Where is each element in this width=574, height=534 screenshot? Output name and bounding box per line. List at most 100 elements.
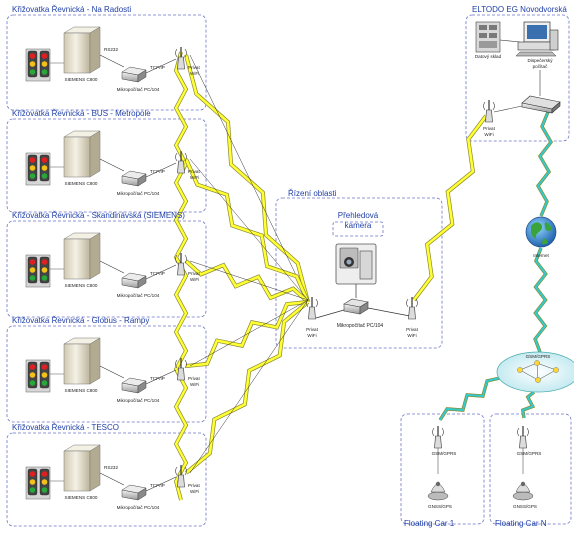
intersection-2: Křižovatka Řevnická - BUS - MetropoleSIE… bbox=[12, 109, 200, 196]
dispatch-pc-line1: Dispečerský bbox=[527, 58, 553, 63]
traffic-light-icon bbox=[25, 48, 51, 82]
intersection-title: Křižovatka Řevnická - Globus - Rampy bbox=[12, 316, 149, 325]
camera-icon bbox=[335, 243, 377, 285]
camera-title-line1: Přehledová bbox=[338, 211, 379, 220]
eltodo-wifi-l2: WiFi bbox=[484, 132, 493, 137]
link-line bbox=[189, 299, 309, 367]
link-line bbox=[99, 472, 125, 486]
computer-label: Mikropočítač PC/104 bbox=[117, 87, 160, 92]
intersection-title: Křižovatka Řevnická - TESCO bbox=[12, 423, 119, 432]
zone-borders bbox=[6, 14, 572, 527]
gps-receiver-icon bbox=[427, 481, 449, 501]
area-eltodo: ELTODO EG Novodvorská Datový sklad Dispe… bbox=[472, 5, 567, 137]
controller-label: SIEMENS C800 bbox=[65, 495, 98, 500]
car-title: Floating Car N bbox=[495, 519, 547, 528]
controller-label: SIEMENS C800 bbox=[65, 181, 98, 186]
link-internet-gsm bbox=[533, 247, 548, 353]
antenna-icon bbox=[175, 47, 187, 70]
serial-label: RS232 bbox=[104, 47, 118, 52]
pc104-computer-icon bbox=[121, 272, 147, 289]
wifi-label-l1: Privat bbox=[188, 483, 200, 488]
wifi-label-l2: WiFi bbox=[190, 489, 199, 494]
area-control-title: Řízení oblasti bbox=[288, 189, 337, 198]
link-line bbox=[145, 58, 177, 74]
wifi-label-l2: WiFi bbox=[190, 71, 199, 76]
link-line bbox=[189, 299, 309, 474]
wifi-label-l2: WiFi bbox=[190, 277, 199, 282]
intersections: Křižovatka Řevnická - Na RadostiSIEMENS … bbox=[12, 5, 200, 510]
traffic-light-icon bbox=[25, 359, 51, 393]
link-line bbox=[189, 260, 309, 301]
wireless-link-2 bbox=[184, 158, 310, 303]
link-line bbox=[145, 162, 177, 178]
antenna-icon bbox=[483, 100, 495, 123]
link-label: TCP/IP bbox=[150, 65, 165, 70]
traffic-light-icon bbox=[25, 254, 51, 288]
wifi-label-l1: Privat bbox=[188, 271, 200, 276]
intersection-3: Křižovatka Řevnická - Skandinávská (SIEM… bbox=[12, 211, 200, 298]
wireless-link-5 bbox=[184, 300, 310, 475]
antenna-icon bbox=[175, 253, 187, 276]
computer-label: Mikropočítač PC/104 bbox=[117, 191, 160, 196]
controller-cabinet-icon bbox=[63, 26, 101, 74]
control-computer-icon bbox=[343, 298, 369, 315]
link-line bbox=[99, 365, 125, 379]
controller-cabinet-icon bbox=[63, 130, 101, 178]
link-router-internet bbox=[535, 111, 554, 217]
pc104-computer-icon bbox=[121, 66, 147, 83]
server-cabinet-icon bbox=[475, 21, 501, 53]
controller-cabinet-icon bbox=[63, 232, 101, 280]
antenna-icon bbox=[406, 297, 418, 320]
controller-label: SIEMENS C800 bbox=[65, 77, 98, 82]
link-line bbox=[145, 369, 177, 385]
computer-label: Mikropočítač PC/104 bbox=[117, 398, 160, 403]
controller-label: SIEMENS C800 bbox=[65, 388, 98, 393]
car-gsm-label: GSM/GPRS bbox=[517, 451, 542, 456]
control-wifi-left-l1: Privat bbox=[306, 327, 318, 332]
dispatch-pc-line2: počítač bbox=[533, 64, 549, 69]
link-label: TCP/IP bbox=[150, 483, 165, 488]
link-label: TCP/IP bbox=[150, 169, 165, 174]
wifi-label-l2: WiFi bbox=[190, 382, 199, 387]
control-computer-label: Mikropočítač PC/104 bbox=[337, 323, 384, 329]
link-line bbox=[99, 260, 125, 274]
gsm-cloud-label: GSM/GPRS bbox=[526, 354, 551, 359]
cabinet-label: Datový sklad bbox=[475, 54, 502, 59]
pc104-computer-icon bbox=[121, 170, 147, 187]
pc104-computer-icon bbox=[121, 484, 147, 501]
area-control: Řízení oblasti Přehledová kamera Mikropo… bbox=[288, 189, 419, 338]
wifi-label-l1: Privat bbox=[188, 376, 200, 381]
pc104-computer-icon bbox=[121, 377, 147, 394]
link-line bbox=[99, 158, 125, 172]
wireless-link-vertical bbox=[173, 51, 189, 501]
control-wifi-left-l2: WiFi bbox=[307, 333, 316, 338]
wireless-link-eltodo bbox=[412, 114, 488, 302]
router-icon bbox=[521, 95, 561, 114]
car-gnss-label: GNSS/GPS bbox=[428, 504, 452, 509]
link-label: TCP/IP bbox=[150, 271, 165, 276]
antenna-icon bbox=[175, 358, 187, 381]
intersection-title: Křižovatka Řevnická - Skandinávská (SIEM… bbox=[12, 211, 185, 220]
serial-label: RS232 bbox=[104, 465, 118, 470]
computer-label: Mikropočítač PC/104 bbox=[117, 505, 160, 510]
controller-cabinet-icon bbox=[63, 337, 101, 385]
eltodo-wifi-l1: Privat bbox=[483, 126, 495, 131]
antenna-icon bbox=[175, 151, 187, 174]
link-gsm-car1 bbox=[438, 376, 501, 421]
antenna-icon bbox=[483, 100, 495, 123]
wireless-links bbox=[173, 51, 554, 501]
antenna-icon bbox=[432, 426, 444, 449]
link-label: TCP/IP bbox=[150, 376, 165, 381]
link-line bbox=[189, 158, 309, 301]
camera-title-line2: kamera bbox=[345, 221, 372, 230]
control-wifi-right-l1: Privat bbox=[406, 327, 418, 332]
link-line bbox=[99, 54, 125, 68]
wireless-link-3 bbox=[184, 259, 310, 304]
link-line bbox=[189, 54, 309, 301]
link-gsm-carN bbox=[520, 390, 536, 419]
antenna-icon bbox=[517, 426, 529, 449]
desktop-computer-icon bbox=[515, 21, 559, 57]
link-line bbox=[145, 264, 177, 280]
